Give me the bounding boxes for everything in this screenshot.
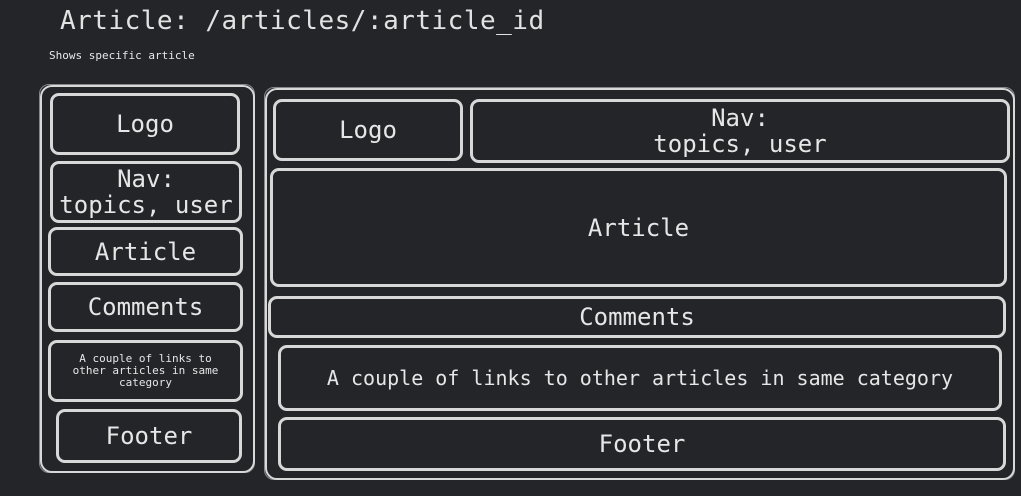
mobile-footer-label: Footer	[105, 422, 193, 450]
desktop-nav-label-line2: topics, user	[653, 130, 827, 158]
mobile-nav-label-line1: Nav:	[117, 165, 175, 193]
page-subtitle: Shows specific article	[49, 49, 195, 62]
desktop-links-box: A couple of links to other articles in s…	[278, 345, 1002, 411]
desktop-links-label: A couple of links to other articles in s…	[326, 366, 954, 390]
desktop-comments-label: Comments	[579, 303, 695, 331]
desktop-footer-box: Footer	[278, 417, 1006, 471]
desktop-wireframe	[264, 87, 1015, 480]
page-title: Article: /articles/:article_id	[60, 6, 545, 36]
mobile-nav-label-line2: topics, user	[59, 191, 233, 219]
desktop-nav-box: Nav: topics, user	[470, 99, 1010, 163]
desktop-logo-label: Logo	[339, 116, 397, 144]
mobile-links-label: A couple of links to other articles in s…	[72, 352, 219, 389]
mobile-article-label: Article	[94, 237, 197, 266]
mobile-footer-box: Footer	[56, 409, 242, 463]
desktop-article-label: Article	[587, 213, 690, 242]
mobile-article-box: Article	[48, 227, 243, 276]
mobile-wireframe	[39, 84, 255, 473]
desktop-footer-label: Footer	[598, 430, 686, 458]
mobile-links-box: A couple of links to other articles in s…	[48, 340, 243, 402]
mobile-nav-box: Nav: topics, user	[50, 161, 242, 223]
desktop-article-box: Article	[270, 168, 1007, 287]
mobile-logo-label: Logo	[116, 110, 174, 138]
desktop-comments-box: Comments	[268, 296, 1006, 338]
mobile-logo-box: Logo	[50, 93, 240, 155]
mobile-comments-box: Comments	[48, 282, 243, 332]
desktop-nav-label-line1: Nav:	[711, 104, 769, 132]
mobile-comments-label: Comments	[87, 293, 204, 321]
desktop-logo-box: Logo	[273, 99, 463, 161]
